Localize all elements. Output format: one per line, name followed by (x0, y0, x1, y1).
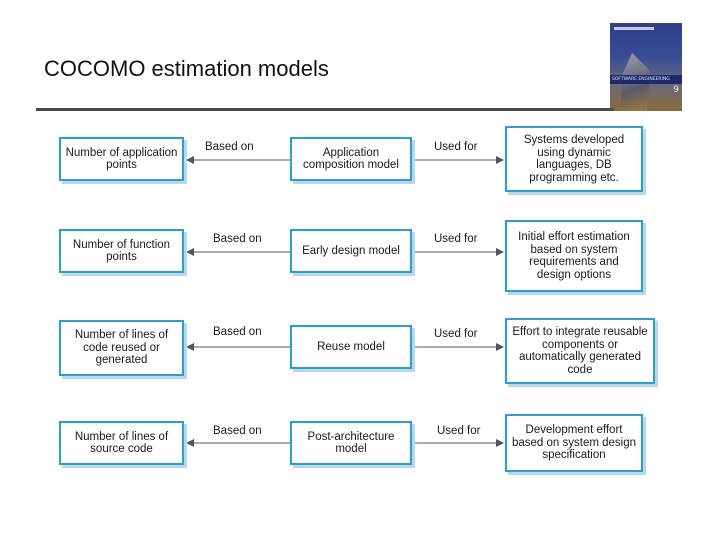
model-box-post-architecture: Post-architecture model (290, 421, 412, 465)
label-based-on-row2: Based on (213, 233, 262, 245)
label-based-on-row1: Based on (205, 141, 254, 153)
label-used-for-row2: Used for (434, 233, 478, 245)
cover-top-strip (614, 27, 654, 30)
label-based-on-row4: Based on (213, 425, 262, 437)
purpose-box-row3: Effort to integrate reusable components … (505, 318, 655, 384)
model-box-reuse: Reuse model (290, 325, 412, 369)
purpose-box-row4: Development effort based on system desig… (505, 414, 643, 472)
input-box-lines-source: Number of lines of source code (59, 421, 184, 465)
cover-title-band (610, 75, 682, 84)
slide-title: COCOMO estimation models (44, 56, 329, 81)
purpose-box-row2: Initial effort estimation based on syste… (505, 220, 643, 292)
input-box-function-points: Number of function points (59, 229, 184, 273)
label-used-for-row4: Used for (437, 425, 481, 437)
label-based-on-row3: Based on (213, 326, 262, 338)
book-cover-image: SOFTWARE ENGINEERING 9 (610, 23, 682, 111)
model-box-early-design: Early design model (290, 229, 412, 273)
model-box-application-composition: Application composition model (290, 137, 412, 181)
input-box-lines-reused: Number of lines of code reused or genera… (59, 320, 184, 376)
cover-title: SOFTWARE ENGINEERING (612, 77, 670, 82)
purpose-box-row1: Systems developed using dynamic language… (505, 126, 643, 192)
input-box-application-points: Number of application points (59, 137, 184, 181)
cover-edition: 9 (673, 85, 679, 95)
title-divider (36, 108, 614, 111)
label-used-for-row3: Used for (434, 328, 478, 340)
label-used-for-row1: Used for (434, 141, 478, 153)
